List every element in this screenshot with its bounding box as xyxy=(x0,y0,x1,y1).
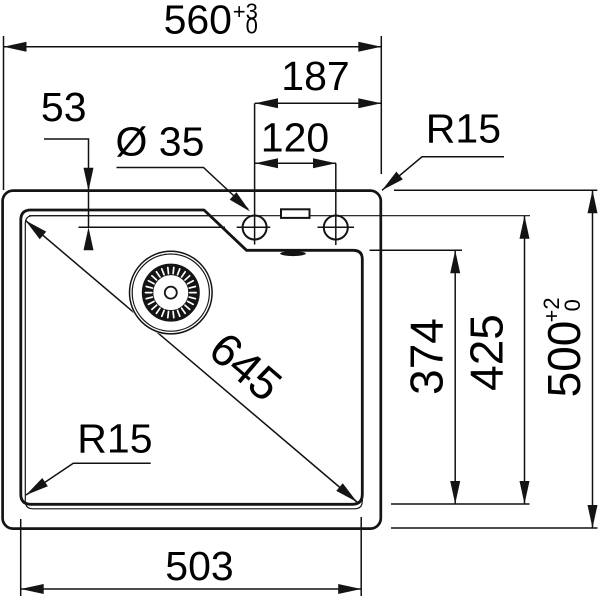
svg-text:R15: R15 xyxy=(77,416,152,462)
svg-text:560: 560 xyxy=(164,0,232,43)
svg-text:+3: +3 xyxy=(233,0,258,24)
svg-text:Ø 35: Ø 35 xyxy=(116,119,205,165)
svg-text:R15: R15 xyxy=(426,106,501,152)
svg-text:187: 187 xyxy=(281,53,349,99)
svg-text:500: 500 xyxy=(538,321,590,398)
svg-text:+2: +2 xyxy=(539,297,564,322)
svg-text:425: 425 xyxy=(461,314,513,391)
svg-text:120: 120 xyxy=(261,115,329,161)
svg-text:0: 0 xyxy=(246,13,258,38)
svg-text:374: 374 xyxy=(400,318,452,395)
svg-text:53: 53 xyxy=(41,84,87,130)
svg-text:0: 0 xyxy=(560,299,585,311)
svg-text:503: 503 xyxy=(165,543,233,589)
